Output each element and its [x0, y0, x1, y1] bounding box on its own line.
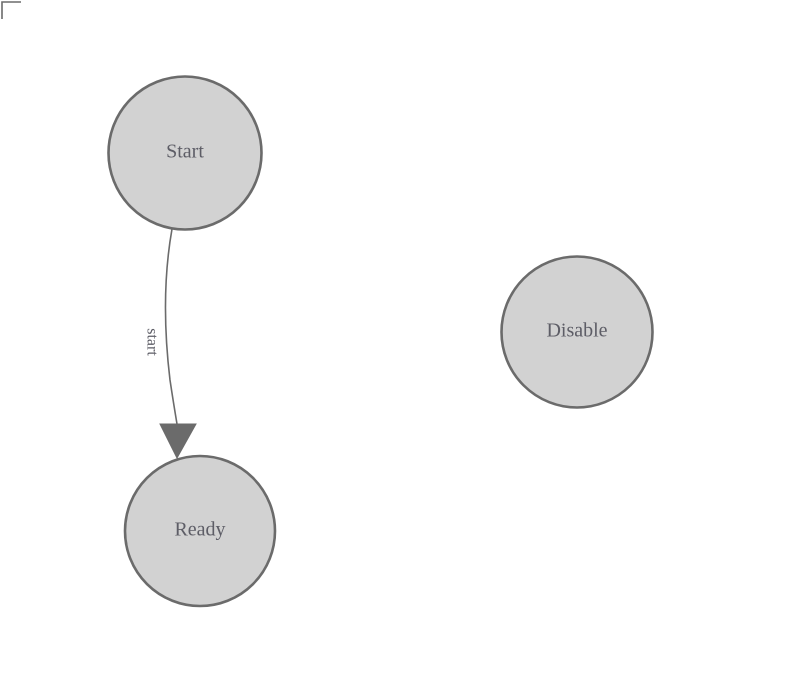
- selection-corner-mark-icon: [1, 1, 21, 19]
- node-start-label: Start: [166, 141, 204, 163]
- node-start-shape[interactable]: [107, 75, 263, 231]
- edge-start-to-ready[interactable]: start: [143, 228, 197, 460]
- edge-label-start: start: [143, 328, 160, 356]
- node-disable-shape[interactable]: [500, 255, 654, 409]
- arrowhead-icon: [159, 423, 197, 460]
- node-ready-label: Ready: [174, 519, 225, 541]
- node-ready[interactable]: Ready: [123, 454, 277, 608]
- node-disable[interactable]: Disable: [500, 255, 654, 409]
- node-start[interactable]: Start: [107, 75, 263, 231]
- node-ready-shape[interactable]: [123, 454, 277, 608]
- edge-line: [164, 228, 178, 425]
- node-disable-label: Disable: [546, 320, 607, 342]
